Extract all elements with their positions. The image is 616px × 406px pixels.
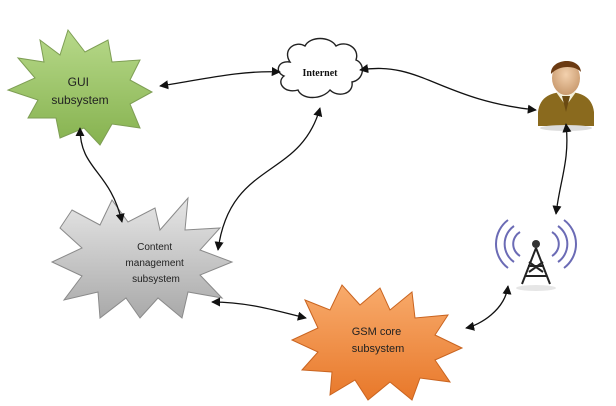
gui-label-line1: GUI [68, 75, 89, 89]
gsm-starburst-shape [290, 284, 464, 401]
content-label-line2: management [125, 258, 184, 269]
internet-label: Internet [303, 68, 339, 79]
gsm-core-node: GSM core subsystem [290, 284, 464, 401]
cloud-icon [277, 37, 363, 99]
edge-user-tower [552, 123, 572, 215]
edge-content-gsm [211, 297, 307, 321]
svg-text:GSM core subsystem: GSM core subsystem [352, 326, 405, 355]
internet-node: Internet [277, 37, 363, 99]
content-label-line3: subsystem [132, 274, 180, 285]
gsm-label-line2: subsystem [352, 343, 405, 355]
svg-text:Content management: Content management subsystem [125, 242, 186, 285]
svg-text:GUI subsystem: GUI subsystem [51, 75, 108, 107]
edge-gui-internet [159, 67, 281, 90]
content-label-line1: Content [137, 242, 172, 253]
antenna-tower-icon [495, 219, 577, 291]
edge-internet-user [359, 64, 537, 114]
gui-subsystem-node: GUI subsystem [6, 28, 154, 146]
edge-internet-content [214, 107, 323, 251]
edge-tower-gsm [465, 285, 512, 331]
content-starburst-shape [50, 196, 234, 319]
connectors [75, 64, 572, 331]
person-icon [538, 60, 594, 131]
gui-label-line2: subsystem [51, 93, 108, 107]
edge-gui-content [75, 127, 125, 223]
gsm-label-line1: GSM core [352, 326, 402, 338]
gui-starburst-shape [6, 28, 154, 146]
content-management-node: Content management subsystem [50, 196, 234, 319]
